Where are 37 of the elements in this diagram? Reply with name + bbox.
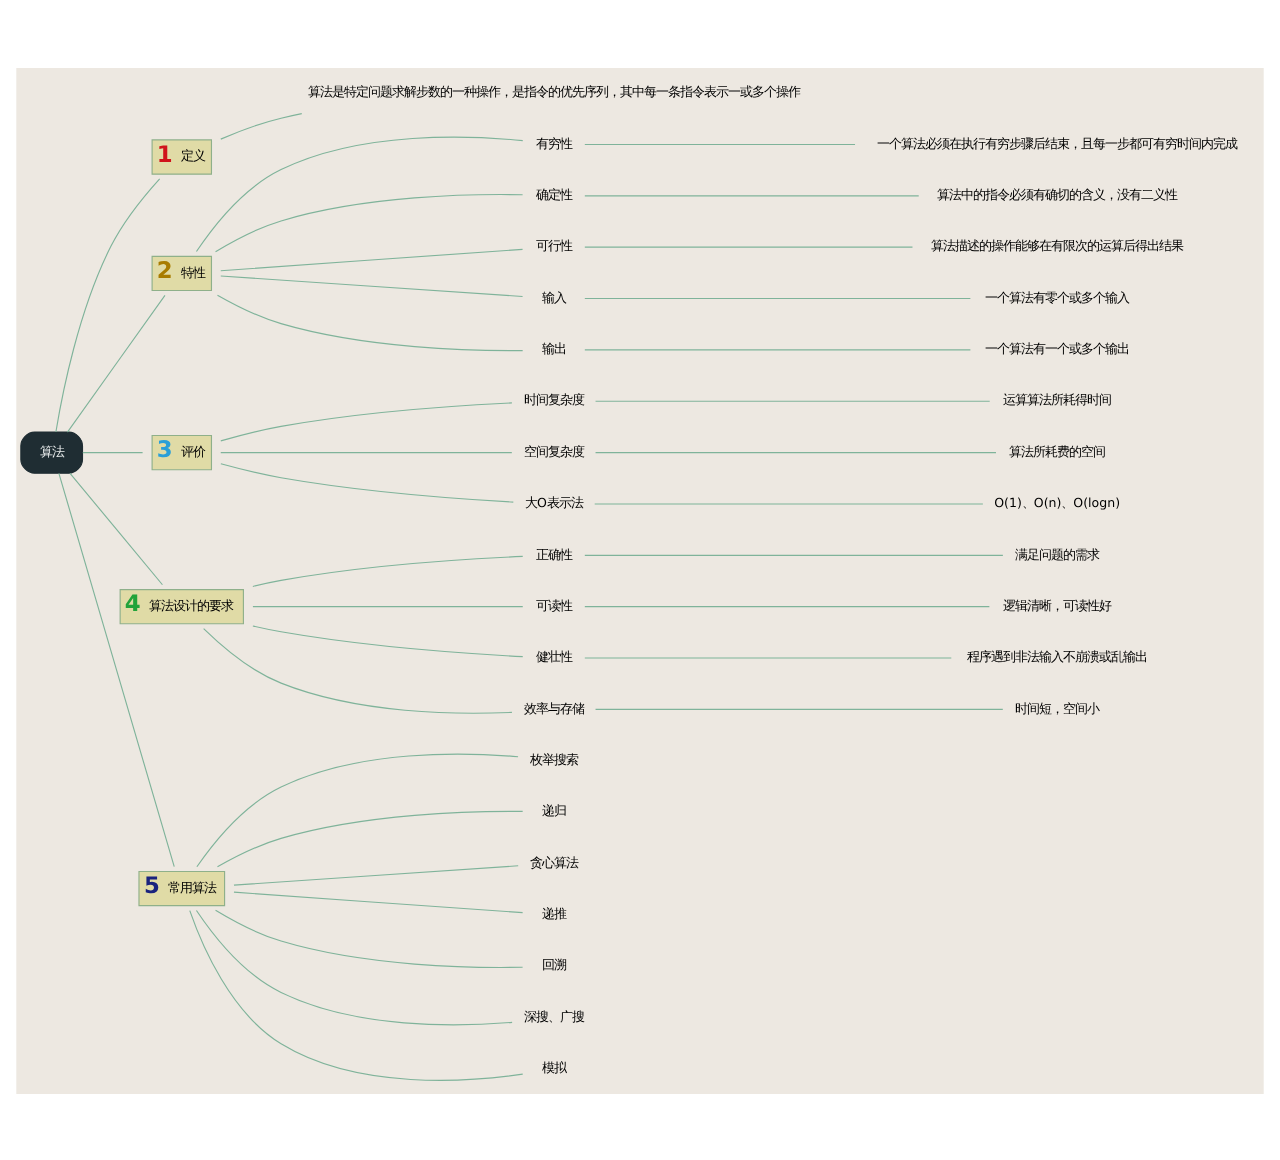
connector bbox=[252, 624, 524, 657]
connector bbox=[594, 399, 991, 401]
connector bbox=[584, 142, 856, 145]
connector bbox=[66, 293, 166, 432]
connector bbox=[584, 605, 990, 607]
connector bbox=[220, 112, 303, 139]
connector bbox=[584, 656, 952, 658]
connector bbox=[215, 193, 524, 252]
connector bbox=[195, 135, 524, 252]
connector bbox=[216, 809, 524, 867]
connector bbox=[58, 471, 175, 867]
connector bbox=[82, 451, 144, 453]
connector bbox=[55, 177, 161, 432]
connector bbox=[220, 401, 513, 441]
connector bbox=[584, 553, 1004, 555]
connector bbox=[252, 605, 524, 607]
connector bbox=[189, 909, 524, 1080]
connector bbox=[220, 451, 513, 453]
connector bbox=[69, 471, 163, 585]
connector bbox=[584, 194, 920, 196]
connector bbox=[594, 707, 1004, 709]
connector bbox=[216, 293, 524, 351]
connector bbox=[203, 627, 513, 713]
connector bbox=[220, 462, 514, 502]
connector bbox=[233, 864, 519, 885]
connector bbox=[584, 296, 971, 299]
connector bbox=[233, 890, 524, 913]
connector bbox=[220, 274, 524, 297]
connector bbox=[594, 502, 984, 504]
connector bbox=[594, 451, 997, 453]
connector bbox=[584, 348, 971, 350]
connector bbox=[252, 554, 524, 586]
connector bbox=[220, 247, 524, 271]
connector bbox=[196, 752, 519, 867]
connector bbox=[584, 245, 914, 247]
connector bbox=[215, 908, 524, 967]
connector bbox=[195, 908, 513, 1025]
